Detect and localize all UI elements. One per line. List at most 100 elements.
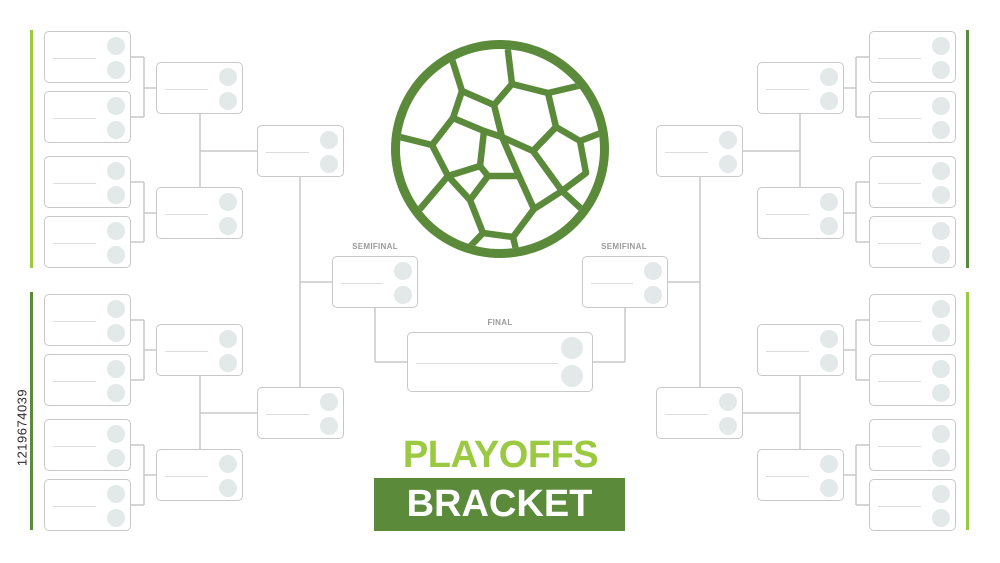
score-slot — [932, 37, 950, 55]
entry-line — [53, 381, 96, 382]
left-round1-match — [44, 31, 131, 83]
score-slot — [932, 61, 950, 79]
entry-line — [165, 89, 208, 90]
score-slot — [932, 449, 950, 467]
score-slot — [932, 300, 950, 318]
score-slot — [932, 121, 950, 139]
left-round1-match — [44, 91, 131, 143]
score-slot — [820, 217, 838, 235]
score-slot — [107, 186, 125, 204]
entry-line — [878, 58, 921, 59]
score-slot — [932, 186, 950, 204]
score-slot — [719, 393, 737, 411]
score-slot — [932, 509, 950, 527]
entry-line — [416, 363, 558, 364]
left-round1-match — [44, 419, 131, 471]
score-slot — [932, 425, 950, 443]
score-slot — [107, 222, 125, 240]
score-slot — [820, 479, 838, 497]
left-round2-match — [156, 449, 243, 501]
left-round2-match — [156, 324, 243, 376]
score-slot — [561, 337, 583, 359]
right-round1-match — [869, 294, 956, 346]
entry-line — [53, 183, 96, 184]
score-slot — [820, 354, 838, 372]
score-slot — [820, 68, 838, 86]
score-slot — [107, 61, 125, 79]
score-slot — [107, 162, 125, 180]
entry-line — [878, 183, 921, 184]
right-round1-match — [869, 91, 956, 143]
left-round1-match — [44, 354, 131, 406]
score-slot — [561, 365, 583, 387]
left-semifinal-match — [332, 256, 418, 308]
entry-line — [766, 89, 809, 90]
score-slot — [320, 393, 338, 411]
score-slot — [394, 286, 412, 304]
score-slot — [932, 360, 950, 378]
accent-bar-left-top — [30, 30, 33, 268]
left-round1-match — [44, 479, 131, 531]
entry-line — [165, 351, 208, 352]
entry-line — [878, 506, 921, 507]
score-slot — [820, 92, 838, 110]
score-slot — [219, 68, 237, 86]
score-slot — [719, 131, 737, 149]
score-slot — [719, 155, 737, 173]
entry-line — [878, 321, 921, 322]
score-slot — [107, 246, 125, 264]
score-slot — [107, 360, 125, 378]
left-round2-match — [156, 62, 243, 114]
score-slot — [820, 330, 838, 348]
score-slot — [107, 121, 125, 139]
score-slot — [219, 193, 237, 211]
score-slot — [107, 485, 125, 503]
entry-line — [766, 476, 809, 477]
right-semifinal-match — [582, 256, 668, 308]
entry-line — [53, 446, 96, 447]
score-slot — [107, 449, 125, 467]
entry-line — [665, 152, 708, 153]
score-slot — [219, 354, 237, 372]
accent-bar-right-top — [966, 30, 969, 268]
semifinal-label-left: SEMIFINAL — [352, 242, 398, 251]
right-round3-match — [656, 387, 743, 439]
entry-line — [53, 243, 96, 244]
title-bracket: BRACKET — [374, 478, 625, 531]
entry-line — [266, 414, 309, 415]
score-slot — [107, 425, 125, 443]
score-slot — [932, 485, 950, 503]
right-round2-match — [757, 324, 844, 376]
entry-line — [53, 118, 96, 119]
title-playoffs: PLAYOFFS — [402, 434, 599, 476]
score-slot — [820, 193, 838, 211]
score-slot — [932, 222, 950, 240]
right-round2-match — [757, 449, 844, 501]
score-slot — [219, 455, 237, 473]
final-match — [407, 332, 593, 392]
right-round1-match — [869, 156, 956, 208]
left-round2-match — [156, 187, 243, 239]
entry-line — [766, 351, 809, 352]
score-slot — [719, 417, 737, 435]
score-slot — [320, 155, 338, 173]
entry-line — [53, 506, 96, 507]
score-slot — [107, 384, 125, 402]
right-round1-match — [869, 479, 956, 531]
left-round1-match — [44, 156, 131, 208]
score-slot — [107, 509, 125, 527]
score-slot — [932, 384, 950, 402]
score-slot — [219, 217, 237, 235]
accent-bar-left-bottom — [30, 292, 33, 530]
score-slot — [644, 262, 662, 280]
score-slot — [219, 479, 237, 497]
entry-line — [53, 321, 96, 322]
entry-line — [165, 214, 208, 215]
entry-line — [53, 58, 96, 59]
final-label: FINAL — [487, 318, 513, 327]
score-slot — [820, 455, 838, 473]
score-slot — [644, 286, 662, 304]
right-round2-match — [757, 62, 844, 114]
score-slot — [107, 97, 125, 115]
right-round1-match — [869, 31, 956, 83]
